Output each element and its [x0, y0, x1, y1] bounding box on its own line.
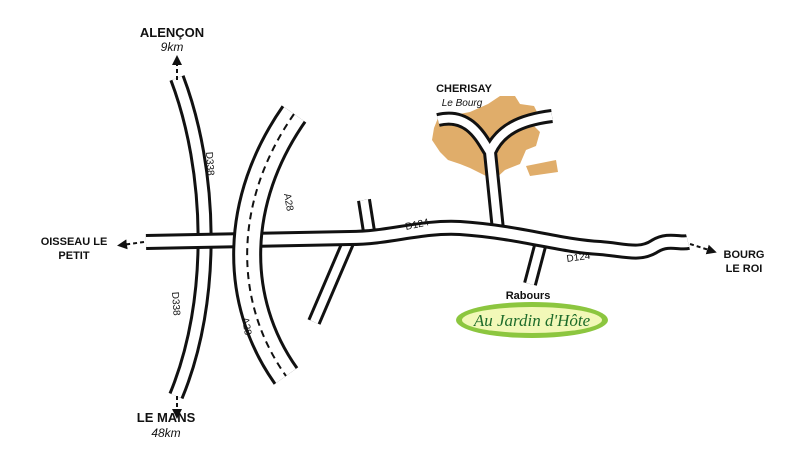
label-d338-south: D338: [169, 291, 182, 316]
road-a28: [232, 105, 307, 385]
town-bourg-le-roi-line1: BOURG: [724, 249, 765, 261]
label-d338-north: D338: [203, 151, 216, 176]
arrow-bourg-le-roi-icon: [689, 243, 717, 255]
place-rabours: Rabours: [506, 290, 551, 302]
town-cherisay: CHERISAY: [436, 83, 492, 95]
label-a28-north: A28: [281, 193, 295, 213]
logo-au-jardin-d-hote: Au Jardin d'Hôte: [456, 302, 608, 338]
direction-arrows: [117, 55, 717, 419]
label-d124-east: D124: [566, 251, 592, 265]
road-d124: [145, 219, 690, 260]
distance-alencon: 9km: [161, 40, 184, 54]
town-oisseau-line1: OISSEAU LE: [41, 236, 108, 248]
town-alencon: ALENÇON: [140, 25, 204, 40]
roads-cherisay: [436, 109, 553, 286]
town-oisseau-line2: PETIT: [58, 250, 89, 262]
label-d124-west: D124: [404, 217, 430, 233]
town-bourg-le-roi-line2: LE ROI: [726, 263, 763, 275]
road-branch-southwest: [307, 198, 377, 325]
distance-le-mans: 48km: [151, 426, 180, 440]
cherisay-sub-label: Le Bourg: [442, 98, 483, 109]
label-a28-south: A28: [239, 317, 253, 337]
logo-text: Au Jardin d'Hôte: [473, 311, 591, 330]
town-le-mans: LE MANS: [137, 410, 196, 425]
arrow-oisseau-icon: [117, 239, 145, 250]
